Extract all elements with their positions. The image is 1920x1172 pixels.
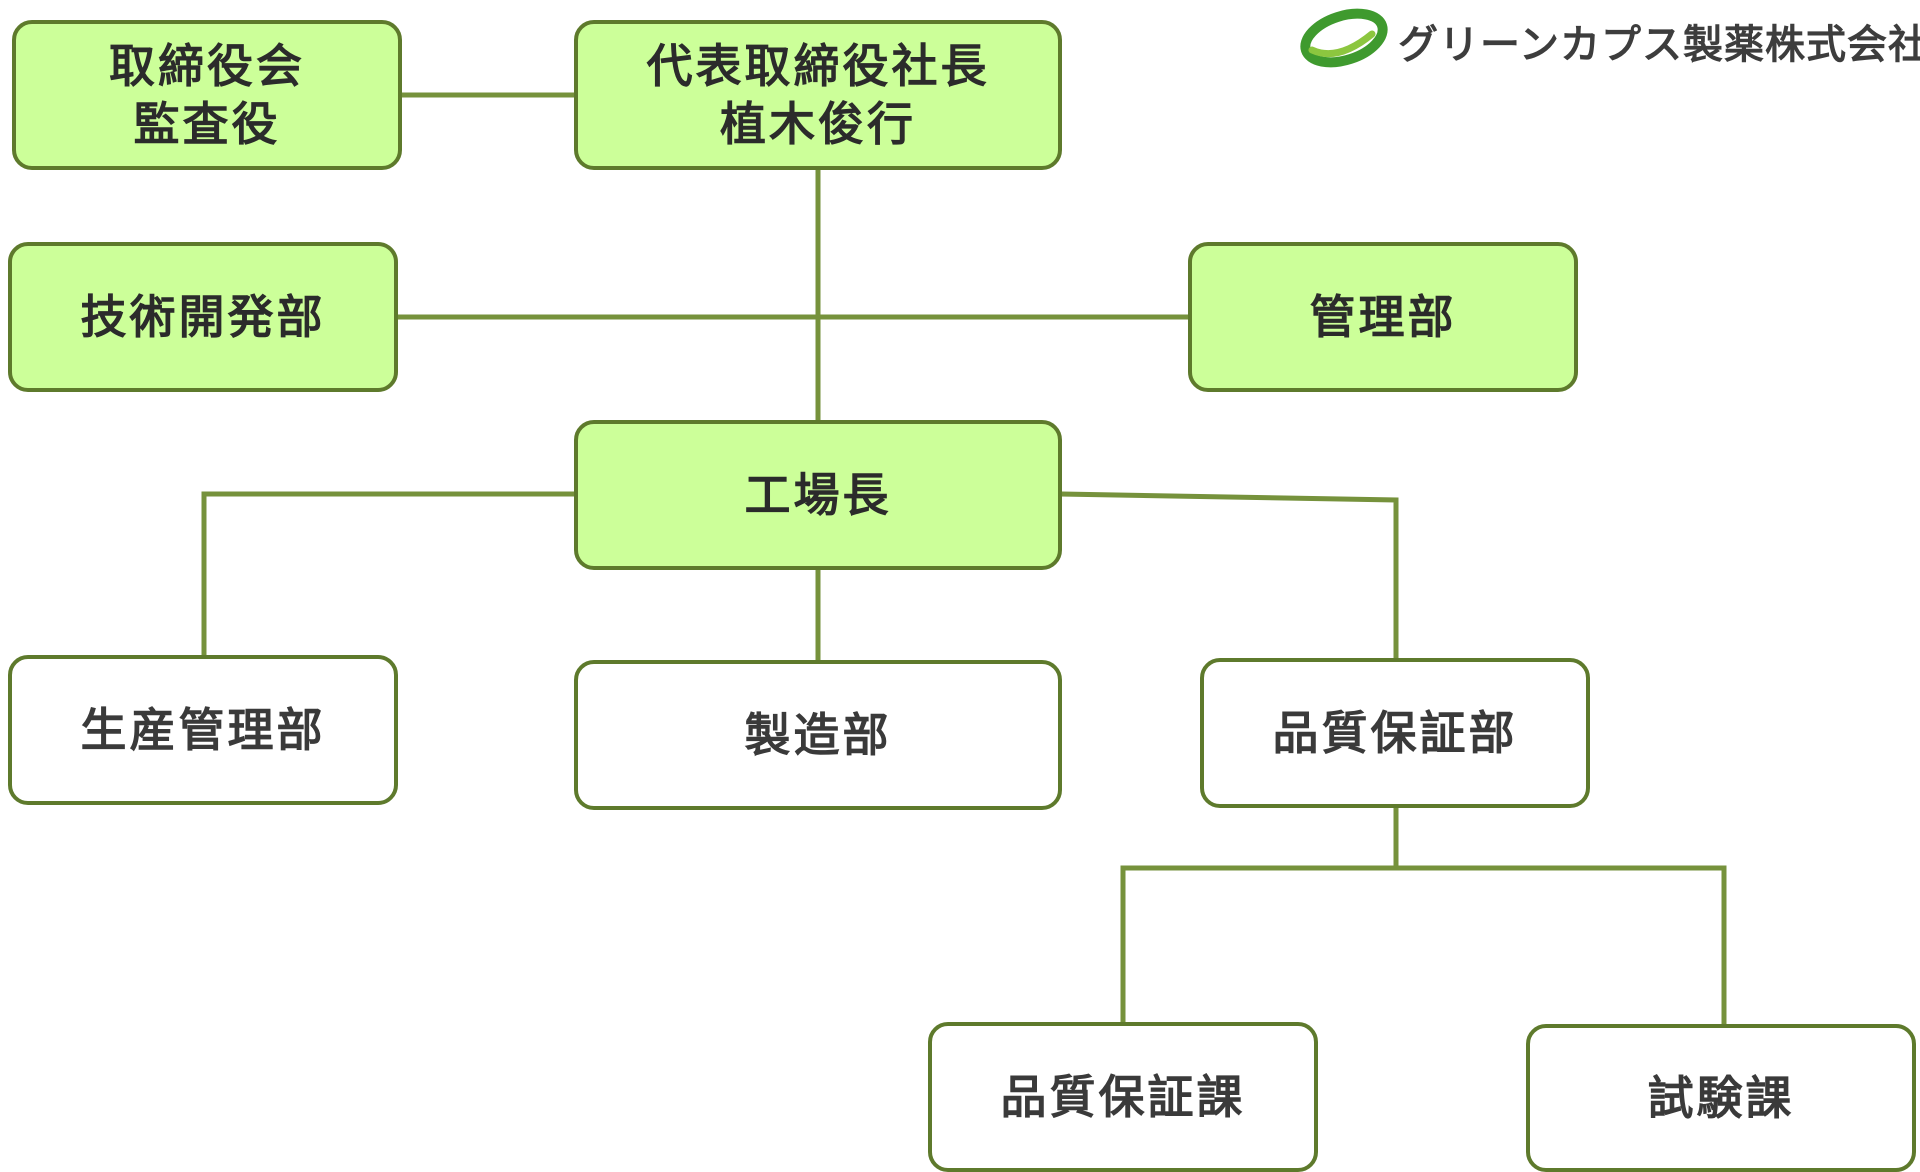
node-rnd-label: 技術開発部 bbox=[80, 290, 326, 344]
node-quality-assurance-dept: 品質保証部 bbox=[1200, 658, 1590, 808]
connector-plant-qa-dept bbox=[1059, 491, 1399, 661]
node-quality-assurance-dept-label: 品質保証部 bbox=[1272, 706, 1518, 760]
node-testing-section: 試験課 bbox=[1526, 1024, 1916, 1172]
connector-qa-split bbox=[1120, 865, 1727, 1027]
connector-plant-production-control bbox=[201, 491, 577, 658]
node-auditor-label: 取締役会 監査役 bbox=[109, 39, 305, 151]
node-admin: 管理部 bbox=[1188, 242, 1578, 392]
node-plant-manager: 工場長 bbox=[574, 420, 1062, 570]
node-president: 代表取締役社長 植木俊行 bbox=[574, 20, 1062, 170]
node-quality-assurance-section: 品質保証課 bbox=[928, 1022, 1318, 1172]
node-testing-section-label: 試験課 bbox=[1647, 1071, 1795, 1125]
node-production-control-label: 生産管理部 bbox=[80, 703, 326, 757]
company-name: グリーンカプス製薬株式会社 bbox=[1398, 22, 1920, 68]
node-plant-manager-label: 工場長 bbox=[744, 468, 892, 522]
node-auditor: 取締役会 監査役 bbox=[12, 20, 402, 170]
company-logo-icon bbox=[1300, 8, 1388, 68]
node-manufacturing: 製造部 bbox=[574, 660, 1062, 810]
node-rnd: 技術開発部 bbox=[8, 242, 398, 392]
node-production-control: 生産管理部 bbox=[8, 655, 398, 805]
node-manufacturing-label: 製造部 bbox=[744, 708, 892, 762]
node-admin-label: 管理部 bbox=[1309, 290, 1457, 344]
node-quality-assurance-section-label: 品質保証課 bbox=[1000, 1070, 1246, 1124]
company-logo: グリーンカプス製薬株式会社 bbox=[1298, 4, 1920, 74]
node-president-label: 代表取締役社長 植木俊行 bbox=[646, 39, 990, 151]
